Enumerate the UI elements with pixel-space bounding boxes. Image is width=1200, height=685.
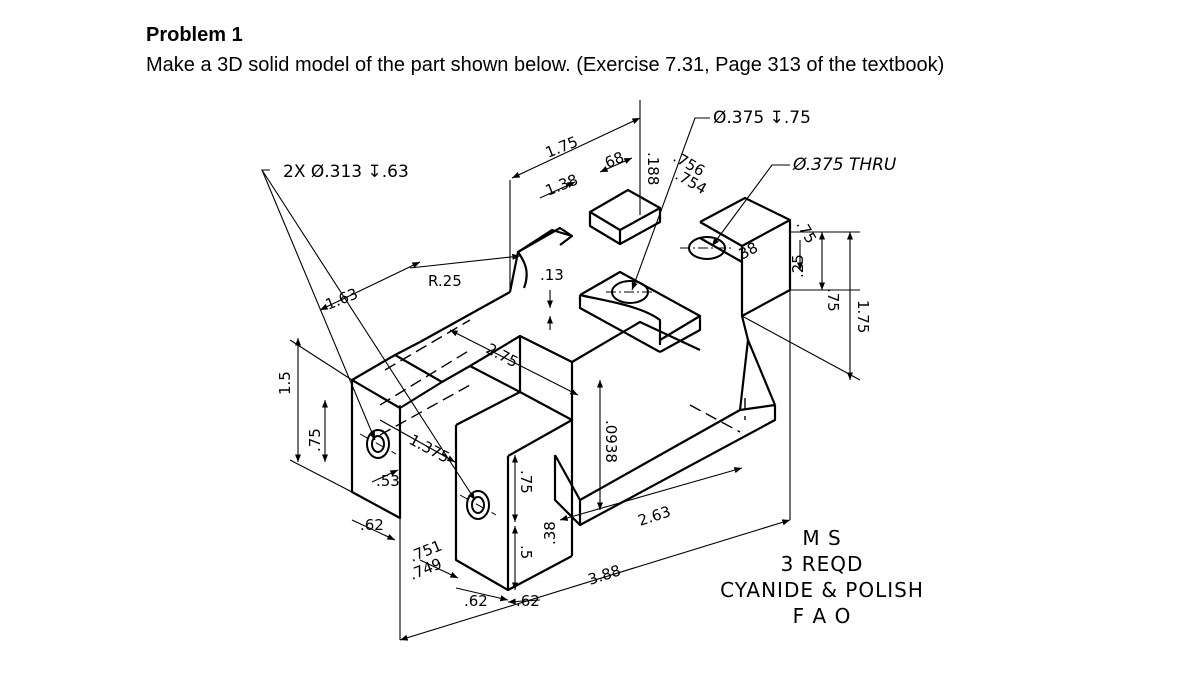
- dim-275: 2.75: [483, 340, 521, 372]
- dim-1375: 1.375: [406, 431, 452, 467]
- problem-heading: Problem 1: [146, 24, 243, 46]
- dim-1-75-top: 1.75: [543, 133, 581, 162]
- callout-thru-hole: Ø.375 THRU: [792, 155, 897, 175]
- hidden-lines: [379, 319, 746, 440]
- callout-labels: 2X Ø.313 ↧.63 Ø.375 ↧.75 Ø.375 THRU: [283, 108, 897, 182]
- dim-r25: R.25: [428, 272, 462, 290]
- callout-counterbored-holes: 2X Ø.313 ↧.63: [283, 162, 409, 182]
- dim-62-mid: .62: [464, 592, 488, 610]
- dimension-lines: [261, 100, 861, 641]
- note-quantity: 3 REQD: [781, 552, 864, 576]
- dim-0938: .0938: [602, 420, 620, 463]
- dim-15: 1.5: [276, 371, 294, 395]
- note-finish: CYANIDE & POLISH: [720, 578, 924, 602]
- dim-263: 2.63: [636, 502, 673, 529]
- dim-5: .5: [517, 545, 535, 559]
- dim-163: 1.63: [323, 285, 361, 314]
- dim-1-38: 1.38: [543, 171, 581, 200]
- dim-188: .188: [644, 152, 662, 185]
- dim-25: .25: [789, 254, 807, 278]
- front-counterbore-hole: [466, 490, 490, 520]
- dim-75-top-right: .75: [793, 217, 821, 247]
- dim-75-left: .75: [306, 428, 324, 452]
- dim-388: 3.88: [586, 561, 623, 588]
- note-fao: F A O: [793, 604, 852, 628]
- callout-top-hole: Ø.375 ↧.75: [713, 108, 811, 128]
- dim-75-right: .75: [824, 288, 842, 312]
- dim-62-left: .62: [360, 516, 384, 534]
- dimension-labels: 1.75 1.38 .68 .188 .756 .754 R.25 1.63 .…: [276, 133, 872, 610]
- notes-block: M S 3 REQD CYANIDE & POLISH F A O: [720, 526, 924, 628]
- dim-62-right: .62: [516, 592, 540, 610]
- dim-68: .68: [598, 148, 627, 174]
- dim-175-right: 1.75: [854, 300, 872, 333]
- dim-75-front: .75: [517, 470, 535, 494]
- center-lines: [359, 247, 734, 516]
- dim-53: .53: [376, 472, 400, 490]
- problem-instruction: Make a 3D solid model of the part shown …: [146, 54, 945, 76]
- left-counterbore-hole: [366, 429, 390, 459]
- note-material: M S: [802, 526, 841, 550]
- dim-13: .13: [540, 266, 564, 284]
- dim-38-front: .38: [541, 521, 559, 545]
